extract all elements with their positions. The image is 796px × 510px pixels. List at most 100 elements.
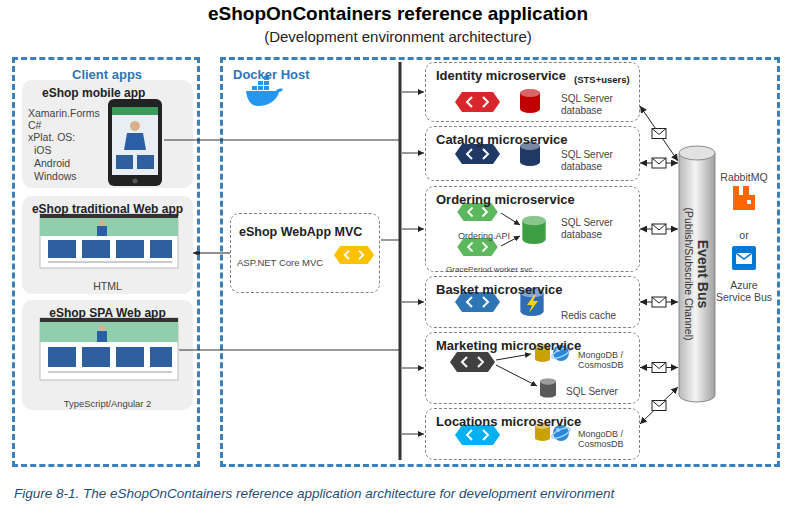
rabbitmq-logo-part: [733, 186, 755, 210]
phone-illustration-part: [130, 121, 140, 131]
subtitle: (Development environment architecture): [264, 28, 532, 45]
node-text: SQL Server database: [561, 217, 631, 240]
envelope-flap: [652, 297, 666, 303]
connector: [640, 387, 678, 424]
node-title: Ordering microservice: [436, 193, 575, 208]
node-text: TypeScript/Angular 2: [64, 399, 152, 410]
microservice-box: Basket microserviceRedis cache: [425, 276, 640, 328]
ordering-icons-part: [457, 238, 498, 256]
envelope-flap: [652, 224, 666, 230]
text-slot: MongoDB / CosmosDB: [578, 350, 638, 372]
locations-icons: [455, 423, 572, 445]
marketing-icons-part: [496, 354, 531, 360]
text-slot: Locations microservice: [436, 412, 581, 430]
text-slot: Marketing microservice: [436, 336, 581, 354]
node-text: Redis cache: [561, 310, 616, 322]
envelope-icon: [652, 158, 666, 168]
spa-screenshot-part: [82, 347, 110, 367]
connector: [640, 158, 678, 168]
envelope-icon: [652, 224, 666, 234]
text-slot: HTML: [22, 276, 193, 294]
node-text: xPlat. OS:: [28, 131, 75, 143]
connector: [640, 224, 678, 234]
web-screenshot-part: [40, 214, 178, 218]
spa-screenshot-part: [150, 347, 172, 367]
azure-service-bus-logo-part: [736, 253, 752, 264]
text-slot: Redis cache: [561, 305, 616, 323]
text-slot: eShopOnContainers reference application: [0, 3, 796, 25]
client-link-part: [179, 350, 399, 351]
basket-icons-part: [527, 295, 538, 313]
spa-screenshot-part: [40, 322, 178, 342]
bus-subtitle: (Publish/Subscribe Channel): [683, 207, 695, 340]
microservice-box: Marketing microserviceMongoDB / CosmosDB…: [425, 332, 640, 404]
text-slot: Basket microservice: [436, 280, 562, 298]
rabbitmq-logo-part: [747, 200, 751, 204]
connector: [640, 297, 678, 307]
node-title: eShop SPA Web app: [49, 307, 165, 321]
text-slot: or: [714, 225, 774, 243]
client-link-part: [381, 240, 399, 241]
basket-icons-part: [520, 288, 543, 316]
web-screenshot-part: [99, 220, 105, 226]
node-text: (STS+users): [574, 75, 630, 86]
spa-screenshot-part: [48, 347, 76, 367]
marketing-icons-part: [550, 345, 571, 361]
text-slot: (STS+users): [574, 69, 630, 87]
text-slot: SQL Server database: [561, 217, 631, 242]
ordering-icons-part: [501, 213, 520, 225]
web-screenshot-part: [97, 226, 107, 236]
envelope-flap: [652, 363, 666, 369]
web-screenshot-part: [40, 218, 178, 236]
node-text: Android: [34, 157, 70, 169]
identity-icons-part: [455, 92, 500, 112]
docker-host-region: Docker HosteShop WebApp MVCASP.NET Core …: [220, 57, 780, 467]
connector-line: [640, 387, 678, 424]
node-text: ASP.NET Core MVC: [237, 258, 323, 269]
marketing-icons-part: [496, 365, 537, 386]
web-screenshot-part: [48, 261, 172, 263]
service-link-part: [402, 92, 424, 93]
gateway-bar: [400, 62, 401, 460]
text-slot: eShop WebApp MVC: [239, 222, 362, 240]
node-title: Client apps: [72, 68, 142, 83]
docker-logo-part: [258, 86, 263, 90]
node-text: MongoDB / CosmosDB: [578, 350, 638, 371]
spa-screenshot-part: [48, 371, 172, 373]
node-title: eShop traditional Web app: [32, 203, 183, 217]
marketing-icons-part: [535, 344, 550, 362]
basket-icons-part: [455, 292, 500, 312]
client-apps-region: Client appseShop mobile appXamarin.Forms…: [12, 57, 200, 467]
rabbitmq-logo: [733, 186, 755, 210]
service-link-part: [402, 368, 424, 369]
node-text: HTML: [93, 280, 122, 292]
service-label: RabbitMQ: [720, 171, 767, 183]
connector-line: [640, 106, 678, 161]
node-title: Marketing microservice: [436, 339, 581, 354]
ordering-icons-part: [501, 236, 520, 246]
phone-illustration: [108, 99, 162, 186]
web-screenshot-part: [40, 214, 178, 268]
azure-service-bus-logo-part: [732, 246, 756, 270]
catalog-icons-part: [455, 144, 500, 164]
azure-service-bus-logo-part: [736, 253, 752, 259]
mvc-container-icon: [334, 246, 374, 264]
phone-illustration-part: [108, 99, 162, 186]
figure-caption: Figure 8-1. The eShopOnContainers refere…: [14, 486, 614, 502]
text-slot: TypeScript/Angular 2: [22, 393, 193, 411]
identity-icons: [455, 89, 540, 113]
spa-screenshot: [40, 318, 178, 380]
docker-logo-part: [264, 86, 269, 90]
text-slot: SQL Server: [566, 381, 618, 399]
client-app-box: eShop mobile appXamarin.FormsC#xPlat. OS…: [22, 80, 193, 188]
web-screenshot-part: [116, 240, 144, 258]
identity-icons-part: [520, 89, 540, 113]
node-text: C#: [28, 119, 41, 131]
text-slot: eShop traditional Web app: [22, 199, 193, 217]
microservice-box: Ordering microserviceOrdering.APIGracePe…: [425, 186, 640, 272]
web-screenshot-part: [82, 240, 110, 258]
marketing-icons-part: [450, 352, 495, 372]
node-text: Xamarin.Forms: [28, 107, 100, 119]
phone-illustration-part: [112, 107, 158, 175]
